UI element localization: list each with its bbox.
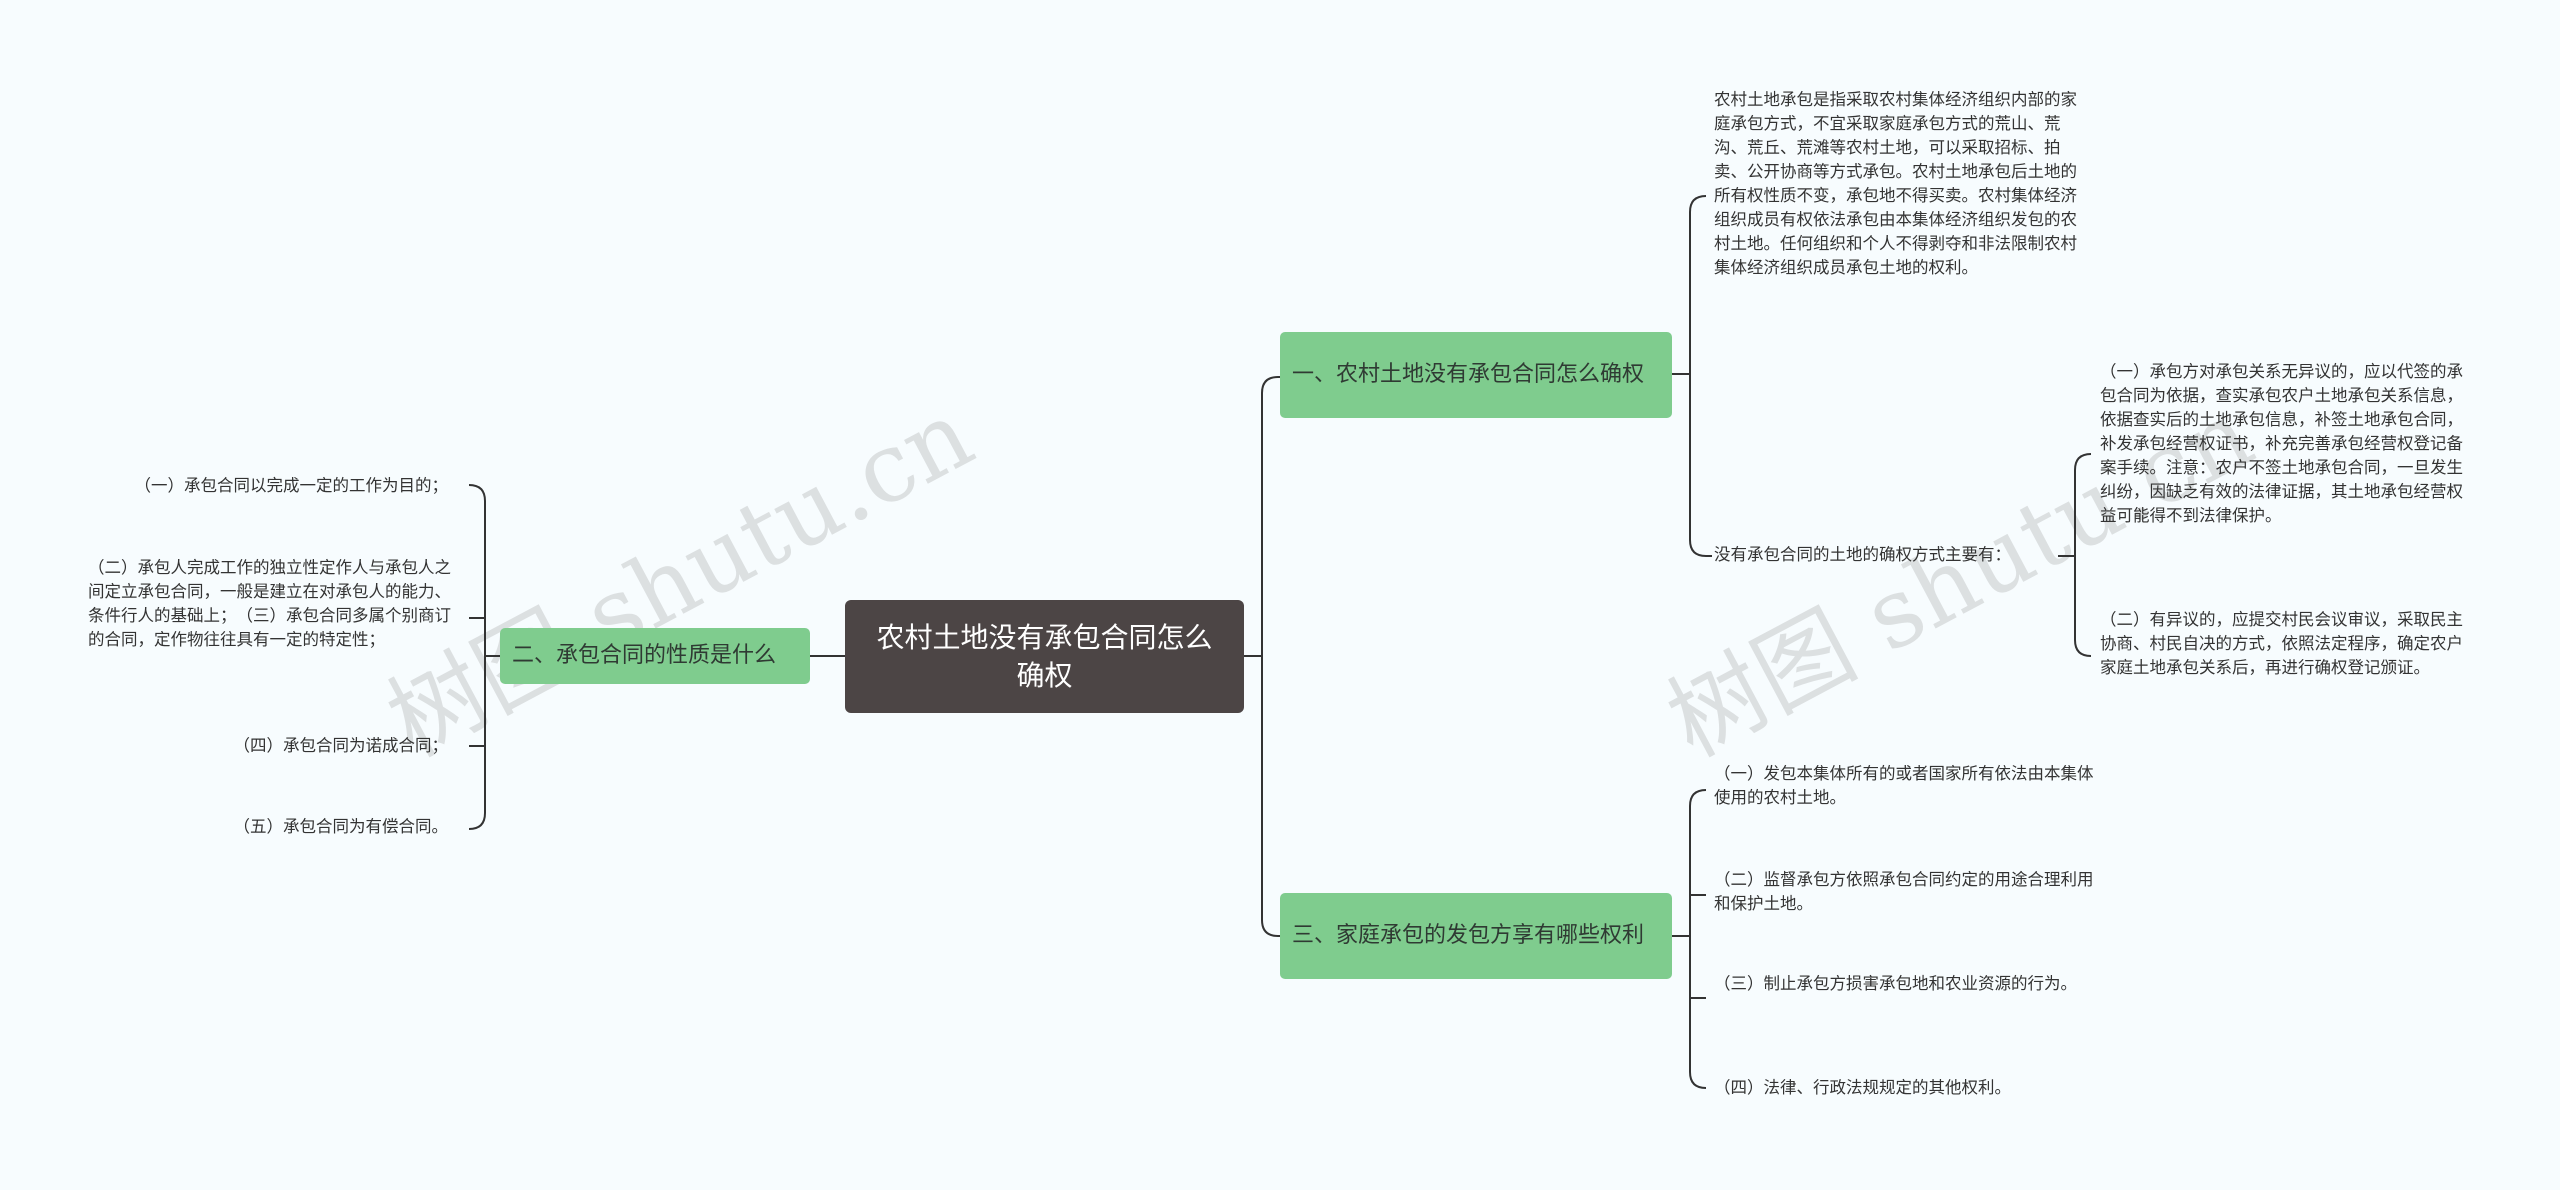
leaf-method-dispute[interactable]: （二）有异议的，应提交村民会议审议，采取民主协商、村民自决的方式，依照法定程序，… [2100,608,2478,680]
leaf-text: （二）承包人完成工作的独立性定作人与承包人之间定立承包合同，一般是建立在对承包人… [88,558,451,649]
root-topic[interactable]: 农村土地没有承包合同怎么确权 [845,600,1244,713]
leaf-text: （二）监督承包方依照承包合同约定的用途合理利用和保护土地。 [1714,870,2094,913]
branch-ownership-label: 一、农村土地没有承包合同怎么确权 [1292,362,1645,387]
branch-contract-nature[interactable]: 二、承包合同的性质是什么 [500,628,810,684]
leaf-nature-compensated[interactable]: （五）承包合同为有偿合同。 [70,815,449,839]
leaf-text: 没有承包合同的土地的确权方式主要有： [1714,545,2011,564]
branch-ownership[interactable]: 一、农村土地没有承包合同怎么确权 [1280,332,1672,418]
leaf-text: 农村土地承包是指采取农村集体经济组织内部的家庭承包方式，不宜采取家庭承包方式的荒… [1714,90,2077,277]
branch-contract-nature-label: 二、承包合同的性质是什么 [512,643,777,668]
root-topic-label: 农村土地没有承包合同怎么确权 [876,620,1213,692]
leaf-text: （四）法律、行政法规规定的其他权利。 [1714,1078,2011,1097]
leaf-method-no-dispute[interactable]: （一）承包方对承包关系无异议的，应以代签的承包合同为依据，查实承包农户土地承包关… [2100,360,2478,528]
leaf-text: （二）有异议的，应提交村民会议审议，采取民主协商、村民自决的方式，依照法定程序，… [2100,610,2463,677]
leaf-right-other[interactable]: （四）法律、行政法规规定的其他权利。 [1714,1076,2094,1100]
leaf-land-contract-intro[interactable]: 农村土地承包是指采取农村集体经济组织内部的家庭承包方式，不宜采取家庭承包方式的荒… [1714,88,2086,280]
leaf-text: （三）制止承包方损害承包地和农业资源的行为。 [1714,974,2077,993]
leaf-nature-consensual[interactable]: （四）承包合同为诺成合同； [70,734,449,758]
leaf-right-stop-damage[interactable]: （三）制止承包方损害承包地和农业资源的行为。 [1714,972,2094,996]
leaf-text: （一）发包本集体所有的或者国家所有依法由本集体使用的农村土地。 [1714,764,2094,807]
branch-issuer-rights[interactable]: 三、家庭承包的发包方享有哪些权利 [1280,893,1672,979]
branch-issuer-rights-label: 三、家庭承包的发包方享有哪些权利 [1292,923,1645,948]
leaf-methods-label[interactable]: 没有承包合同的土地的确权方式主要有： [1714,543,2064,567]
leaf-right-issue[interactable]: （一）发包本集体所有的或者国家所有依法由本集体使用的农村土地。 [1714,762,2094,810]
leaf-text: （一）承包方对承包关系无异议的，应以代签的承包合同为依据，查实承包农户土地承包关… [2100,362,2463,525]
leaf-nature-independence[interactable]: （二）承包人完成工作的独立性定作人与承包人之间定立承包合同，一般是建立在对承包人… [88,556,460,652]
leaf-text: （四）承包合同为诺成合同； [233,736,449,755]
leaf-text: （一）承包合同以完成一定的工作为目的； [134,476,449,495]
leaf-right-supervise[interactable]: （二）监督承包方依照承包合同约定的用途合理利用和保护土地。 [1714,868,2094,916]
leaf-text: （五）承包合同为有偿合同。 [233,817,449,836]
leaf-nature-purpose[interactable]: （一）承包合同以完成一定的工作为目的； [70,474,449,498]
